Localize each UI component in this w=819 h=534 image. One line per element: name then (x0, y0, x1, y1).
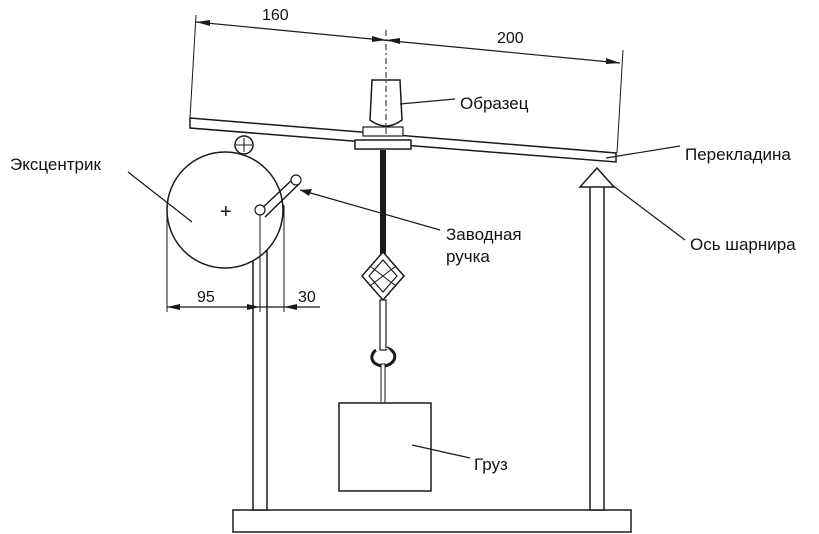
load-rod (380, 150, 386, 254)
dim-arrow-b3 (284, 304, 297, 310)
dim-label-160: 160 (262, 7, 289, 24)
label-hinge-axis: Ось шарнира (690, 235, 796, 254)
hook-curve (370, 346, 397, 368)
leader-weight (411, 444, 471, 459)
winding-handle-edge (264, 182, 301, 218)
dim-ext-left (189, 14, 197, 119)
leader-hinge (611, 184, 686, 241)
dim-arrow-b1 (167, 304, 180, 310)
dim-arrow-mid-l (372, 36, 386, 42)
hook-curve-inner (383, 347, 392, 362)
sample-base (362, 126, 404, 137)
weight-hanger (380, 363, 386, 405)
label-eccentric: Эксцентрик (10, 155, 101, 174)
label-handle-line1: Заводная (446, 225, 522, 244)
leader-sample (399, 98, 456, 105)
dim-arrow-mid-r (386, 38, 400, 44)
label-handle-line2: ручка (446, 247, 490, 266)
dim-line-top (195, 21, 621, 64)
label-sample: Образец (460, 94, 529, 113)
leader-crossbar (605, 145, 681, 159)
dim-arrow-right (606, 58, 620, 64)
hinge-pivot (578, 166, 616, 188)
base-plate (232, 509, 632, 533)
right-post (589, 185, 605, 511)
dim-arrow-left (196, 20, 210, 26)
handle-pin (290, 174, 302, 186)
leader-handle-arrow (300, 189, 312, 196)
dim-arrow-b2 (247, 304, 260, 310)
label-crossbar: Перекладина (685, 145, 791, 164)
dim-ext-right (616, 49, 624, 154)
leader-handle (299, 189, 441, 231)
shackle-cross-b (369, 265, 397, 287)
hook-shank (379, 299, 387, 351)
eccentric-center-mark: + (220, 201, 232, 223)
weight-block (338, 402, 432, 492)
handle-pivot (254, 204, 266, 216)
dim-label-200: 200 (497, 30, 524, 47)
dim-label-95: 95 (197, 289, 215, 306)
leader-eccentric (127, 171, 193, 223)
label-weight: Груз (474, 455, 508, 474)
shackle-inner (368, 259, 398, 293)
sample-holder (354, 139, 412, 150)
dim-label-30: 30 (298, 289, 316, 306)
